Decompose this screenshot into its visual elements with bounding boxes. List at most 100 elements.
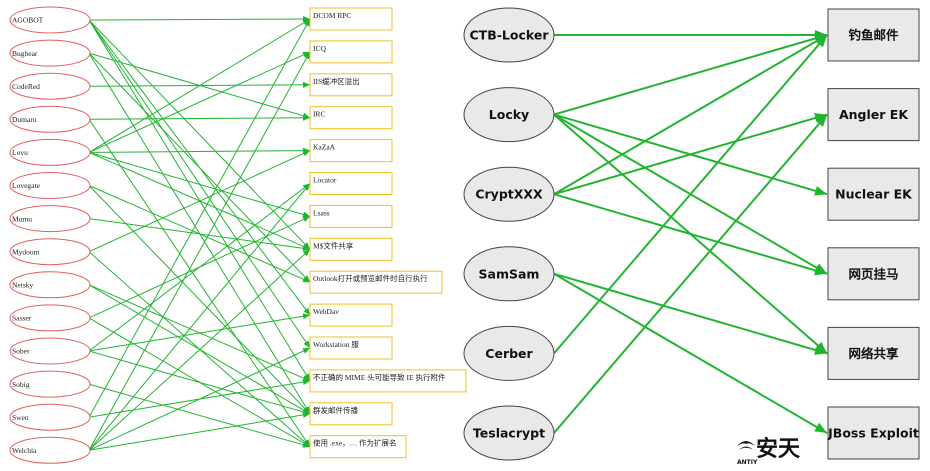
ransomware-node-shape bbox=[463, 166, 555, 222]
ransomware-node-shape bbox=[463, 325, 555, 381]
source-node-label: Lovegate bbox=[12, 181, 41, 190]
target-node-icq: ICQ bbox=[309, 40, 393, 64]
vector-node-item-3: 网页挂马 bbox=[827, 247, 920, 301]
ransomware-node-shape bbox=[463, 246, 555, 302]
edge-mydoom-to-target-4 bbox=[88, 150, 311, 253]
target-node-label: IIS缓冲区溢出 bbox=[313, 76, 360, 86]
target-node-label: M$文件共享 bbox=[313, 240, 354, 250]
vector-node-jboss-exploit: JBoss Exploit bbox=[827, 406, 920, 460]
vector-node-box bbox=[827, 406, 920, 460]
vector-node-box bbox=[827, 326, 920, 380]
target-node-label: DCOM RPC bbox=[313, 11, 352, 20]
antiy-logo-text: 安天 bbox=[756, 436, 801, 462]
edge-sober-to-target-12 bbox=[88, 350, 311, 415]
ransomware-node-shape bbox=[463, 7, 555, 63]
vector-node-label: Nuclear EK bbox=[835, 187, 913, 202]
vector-node-box bbox=[827, 88, 920, 142]
vector-node-angler-ek: Angler EK bbox=[827, 88, 920, 142]
source-node-dumaru: Dumaru bbox=[9, 105, 91, 133]
target-node-box bbox=[309, 172, 393, 195]
vector-node-label: Angler EK bbox=[839, 107, 909, 122]
vector-node-label: 钓鱼邮件 bbox=[848, 28, 899, 43]
target-node-label: Locator bbox=[313, 176, 337, 185]
source-node-label: Swen bbox=[12, 413, 29, 422]
edge-welchia-to-target-10 bbox=[88, 347, 311, 451]
edge-welchia-to-target-1 bbox=[88, 51, 311, 451]
target-node-label: Workstation 服 bbox=[313, 340, 359, 349]
edge-dumaru-to-target-3 bbox=[88, 114, 311, 121]
source-node-lovegate: Lovegate bbox=[9, 172, 91, 199]
source-node-mydoom: Mydoom bbox=[9, 238, 91, 266]
edge-welchia-to-target-7 bbox=[88, 248, 311, 451]
edge-lovu-to-target-6 bbox=[88, 151, 311, 218]
source-node-label: Mumu bbox=[12, 214, 32, 223]
vector-node-item-4: 网络共享 bbox=[827, 326, 920, 380]
source-node-shape bbox=[9, 138, 91, 166]
source-node-label: CodeRed bbox=[12, 82, 40, 91]
target-node-m: M$文件共享 bbox=[309, 237, 393, 261]
edge-cryptxxx-to-item-3 bbox=[553, 193, 828, 276]
source-node-swen: Swen bbox=[9, 403, 91, 431]
target-node-label: 不正确的 MIME 头可能导致 IE 执行附件 bbox=[313, 372, 446, 382]
vector-node-box bbox=[827, 247, 920, 301]
target-node-label: 群发邮件传播 bbox=[313, 405, 358, 415]
edge-cerber-to-item-0 bbox=[553, 34, 828, 355]
source-node-shape bbox=[9, 205, 91, 233]
target-node-box bbox=[309, 106, 393, 130]
target-node-label: ICQ bbox=[313, 44, 327, 53]
source-node-netsky: Netsky bbox=[9, 271, 91, 299]
ransomware-node-shape bbox=[463, 405, 555, 461]
target-node-box bbox=[309, 402, 393, 426]
antiy-logo-mark bbox=[737, 441, 755, 450]
edge-lovu-to-target-1 bbox=[88, 51, 311, 153]
edge-mumu-to-target-7 bbox=[88, 218, 311, 252]
ransomware-node-samsam: SamSam bbox=[463, 246, 555, 302]
source-node-shape bbox=[9, 337, 91, 365]
ransomware-node-label: Teslacrypt bbox=[473, 426, 545, 441]
edge-sober-to-target-5 bbox=[88, 183, 311, 352]
source-node-label: Mydoom bbox=[12, 247, 40, 256]
target-node-box bbox=[309, 270, 443, 294]
edge-agobot-to-target-7 bbox=[88, 19, 311, 250]
vector-node-box bbox=[827, 167, 920, 221]
target-node-mime-ie: 不正确的 MIME 头可能导致 IE 执行附件 bbox=[309, 369, 467, 393]
source-node-shape bbox=[9, 304, 91, 332]
target-node-box bbox=[309, 7, 393, 31]
edge-lovu-to-target-4 bbox=[88, 147, 311, 154]
target-node-label: Lsass bbox=[313, 208, 330, 217]
target-node-box bbox=[309, 139, 393, 163]
source-node-mumu: Mumu bbox=[9, 205, 91, 233]
antiy-logo-subtext: ANTIY bbox=[737, 459, 758, 466]
source-node-label: AGOBOT bbox=[12, 16, 44, 25]
ransomware-node-label: SamSam bbox=[479, 266, 540, 281]
source-node-shape bbox=[9, 271, 91, 299]
edge-lovu-to-target-0 bbox=[88, 18, 311, 153]
right-diagram-edges bbox=[553, 30, 828, 434]
source-node-label: Netsky bbox=[12, 281, 33, 290]
edge-agobot-to-target-0 bbox=[88, 16, 311, 23]
ransomware-node-label: Cerber bbox=[485, 346, 533, 361]
source-node-lovu: Lovu bbox=[9, 138, 91, 166]
vector-node-box bbox=[827, 8, 920, 62]
source-node-shape bbox=[9, 6, 91, 34]
source-node-shape bbox=[9, 436, 91, 464]
edge-dumaru-to-target-13 bbox=[88, 119, 311, 447]
edge-samsam-to-jboss-exploit bbox=[553, 272, 828, 434]
target-node-label: IRC bbox=[313, 110, 326, 119]
source-node-codered: CodeRed bbox=[9, 72, 91, 100]
target-node-box bbox=[309, 40, 393, 64]
source-node-label: Sasser bbox=[12, 314, 32, 323]
edge-sober-to-target-9 bbox=[88, 313, 311, 352]
left-diagram-nodes: AGOBOT BugbearCodeRedDumaruLovuLovegateMu… bbox=[9, 6, 467, 464]
edge-cryptxxx-to-item-0 bbox=[553, 34, 828, 196]
target-node-lsass: Lsass bbox=[309, 204, 393, 228]
target-node-label: 使用 .exe，… 作为扩展名 bbox=[313, 438, 397, 448]
source-node-agobot: AGOBOT bbox=[9, 6, 91, 34]
source-node-shape bbox=[9, 39, 91, 67]
target-node-workstation: Workstation 服 bbox=[309, 336, 393, 360]
source-node-bugbear: Bugbear bbox=[9, 39, 91, 67]
target-node-label: KaZaA bbox=[313, 143, 336, 152]
edge-welchia-to-target-5 bbox=[88, 183, 311, 451]
source-node-sober: Sober bbox=[9, 337, 91, 365]
vector-node-nuclear-ek: Nuclear EK bbox=[827, 167, 920, 221]
